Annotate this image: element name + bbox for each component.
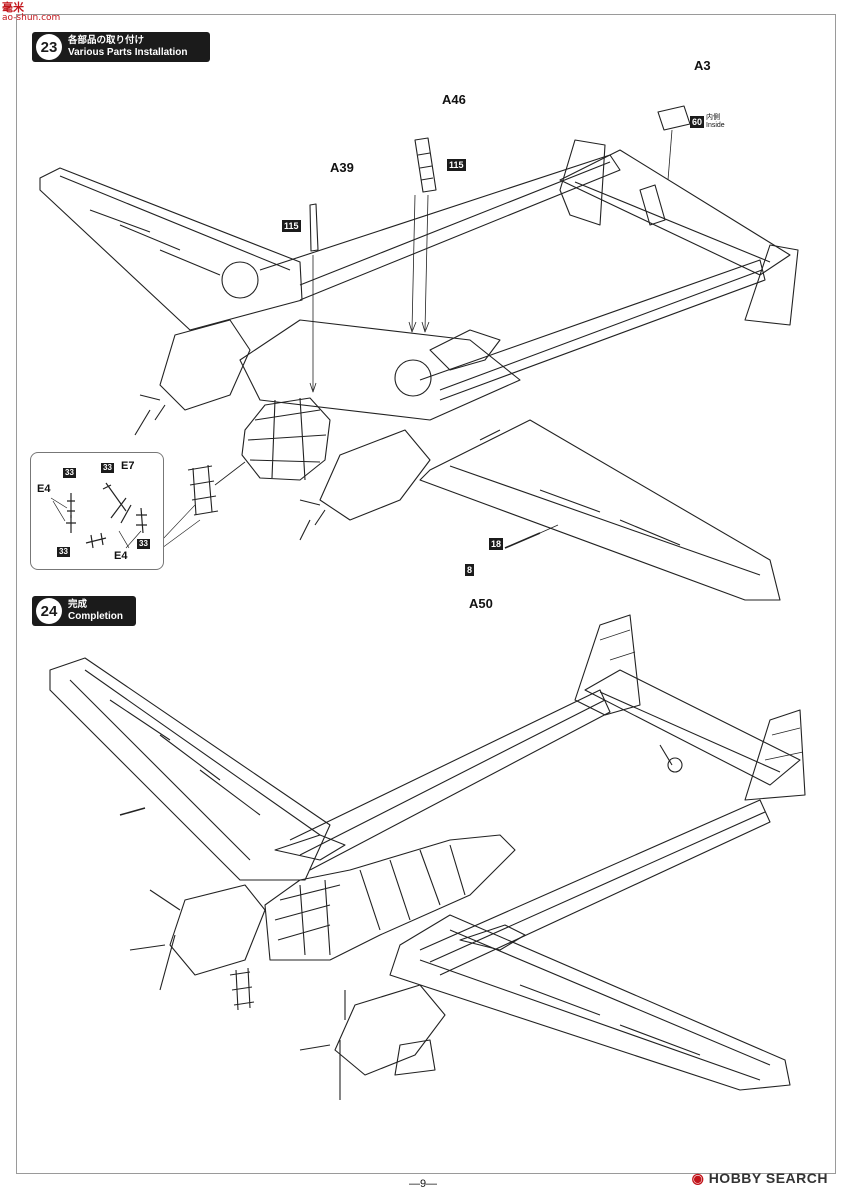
step-24-header: 24 完成 Completion: [32, 596, 136, 626]
callout-a3: A3: [694, 58, 711, 73]
note-inside: 内側 Inside: [706, 114, 725, 129]
callout-a39: A39: [330, 160, 354, 175]
inset-aerial-detail: 33 33 E7 E4 33 E4 33: [30, 452, 164, 570]
hobby-search-logo-icon: ◉: [691, 1170, 705, 1186]
inset-label-e7: E7: [121, 460, 135, 472]
inset-parts-drawing: [50, 482, 147, 549]
page-number: —9—: [408, 1178, 438, 1190]
badge-18: 18: [489, 538, 504, 550]
badge-115-a39: 115: [282, 220, 301, 232]
hobby-search-watermark: ◉ HOBBY SEARCH: [691, 1170, 828, 1186]
inset-badge-33-b: 33: [101, 463, 114, 473]
inset-badge-33-c: 33: [57, 547, 70, 557]
step-23-title-en: Various Parts Installation: [68, 47, 188, 58]
inset-badge-33-a: 33: [63, 468, 76, 478]
badge-115-a46: 115: [447, 159, 466, 171]
step-24-number: 24: [36, 598, 62, 624]
badge-60: 60: [690, 116, 705, 128]
step-23-number: 23: [36, 34, 62, 60]
step-24-title-en: Completion: [68, 611, 123, 622]
step-24-title-jp: 完成: [68, 599, 88, 610]
step-23-header: 23 各部品の取り付け Various Parts Installation: [32, 32, 210, 62]
callout-a50: A50: [469, 596, 493, 611]
badge-8: 8: [465, 564, 475, 576]
callout-a46: A46: [442, 92, 466, 107]
step-24-aircraft: [49, 614, 806, 1100]
inset-label-e4-b: E4: [114, 550, 128, 562]
inset-label-e4-a: E4: [37, 483, 51, 495]
site-logo: 毫米 ao-shun.com: [2, 1, 61, 23]
inset-badge-33-d: 33: [137, 539, 150, 549]
step-23-aircraft: [39, 105, 799, 601]
page-frame: [16, 14, 836, 1174]
step-23-title-jp: 各部品の取り付け: [68, 35, 145, 46]
